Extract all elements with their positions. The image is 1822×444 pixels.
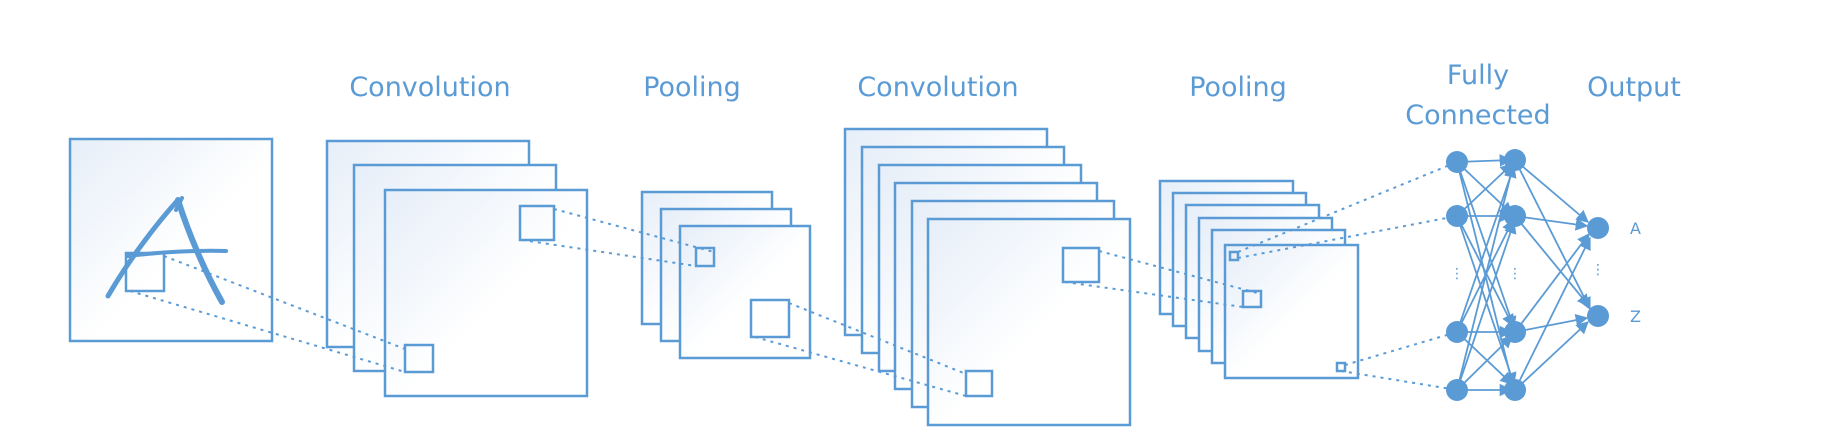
fc1-node-2 bbox=[1446, 205, 1468, 227]
fc2-node-1 bbox=[1504, 149, 1526, 171]
label-fully: Fully bbox=[1447, 60, 1509, 91]
fc1-node-3 bbox=[1446, 321, 1468, 343]
output-node-a bbox=[1587, 217, 1609, 239]
fc2-node-3 bbox=[1504, 321, 1526, 343]
conv1-feature-maps bbox=[325, 139, 589, 398]
fc2-node-2 bbox=[1504, 205, 1526, 227]
fc2-ellipsis: ⋮ bbox=[1508, 266, 1522, 282]
fc1-node-1 bbox=[1446, 151, 1468, 173]
output-label-z: Z bbox=[1630, 307, 1641, 326]
label-pooling-1: Pooling bbox=[643, 72, 741, 103]
fc1-node-4 bbox=[1446, 379, 1468, 401]
input-image bbox=[68, 137, 274, 343]
label-convolution-1: Convolution bbox=[349, 72, 510, 103]
label-connected: Connected bbox=[1405, 100, 1550, 131]
label-pooling-2: Pooling bbox=[1189, 72, 1287, 103]
fc2-node-4 bbox=[1504, 379, 1526, 401]
pool1-feature-maps bbox=[640, 190, 812, 360]
output-label-a: A bbox=[1630, 219, 1641, 238]
output-node-z bbox=[1587, 305, 1609, 327]
output-ellipsis: ⋮ bbox=[1591, 262, 1605, 278]
conv2-feature-maps bbox=[843, 127, 1132, 427]
label-convolution-2: Convolution bbox=[857, 72, 1018, 103]
pool2-feature-maps bbox=[1158, 179, 1360, 380]
fc1-ellipsis: ⋮ bbox=[1450, 266, 1464, 282]
handwritten-letter-a bbox=[105, 196, 228, 305]
receptive-field-connectors bbox=[129, 161, 1458, 397]
fully-connected-network: ⋮ ⋮ ⋮ A Z bbox=[1446, 149, 1641, 401]
label-output: Output bbox=[1587, 72, 1681, 103]
